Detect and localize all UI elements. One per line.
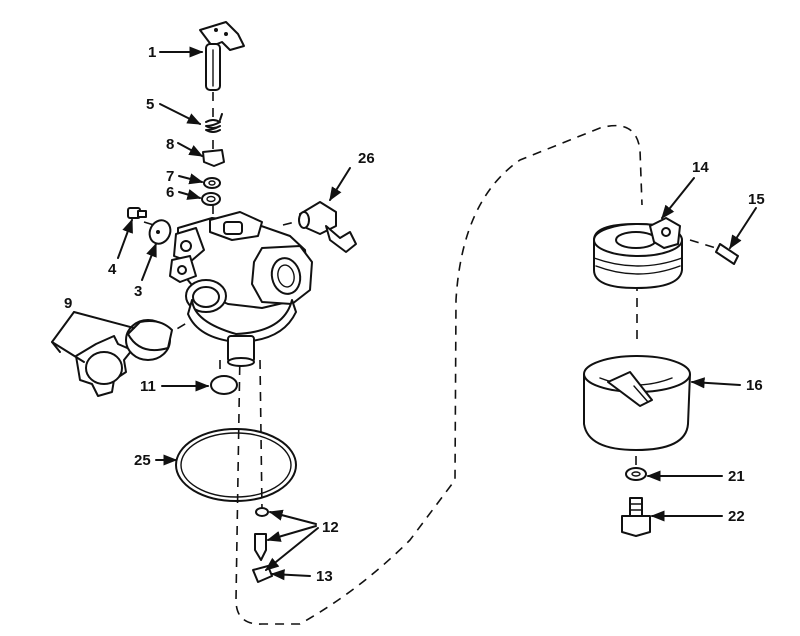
screw-part (127, 207, 147, 219)
label-9: 9 (64, 295, 72, 312)
label-22: 22 (728, 508, 745, 525)
plug-part (210, 375, 238, 395)
label-12: 12 (322, 519, 339, 536)
bowl-bolt-part (621, 497, 651, 537)
label-7: 7 (166, 168, 174, 185)
choke-plate-part (148, 219, 172, 245)
fuel-fitting-part (298, 201, 357, 253)
primer-assembly-part (75, 319, 173, 397)
label-14: 14 (692, 159, 709, 176)
label-21: 21 (728, 468, 745, 485)
bowl-washer-part (625, 467, 647, 481)
throttle-lever-part (202, 149, 225, 167)
part-numbers: 1 5 8 7 6 26 4 3 9 11 25 12 13 14 15 16 … (64, 44, 765, 585)
carburetor-body (169, 211, 313, 367)
label-15: 15 (748, 191, 765, 208)
seal-part (201, 192, 221, 206)
label-16: 16 (746, 377, 763, 394)
label-8: 8 (166, 136, 174, 153)
throttle-shaft-part (199, 21, 245, 91)
label-4: 4 (108, 261, 117, 278)
leader-lines (51, 46, 757, 581)
spring-part (205, 113, 223, 133)
label-11: 11 (140, 378, 156, 395)
needle-valve-part (254, 507, 269, 561)
label-25: 25 (134, 452, 151, 469)
label-3: 3 (134, 283, 142, 300)
label-6: 6 (166, 184, 174, 201)
label-13: 13 (316, 568, 333, 585)
float-part (593, 217, 683, 289)
label-5: 5 (146, 96, 154, 113)
float-pin-part (715, 243, 739, 265)
gasket-ring-part (175, 428, 297, 502)
washer-part (203, 177, 221, 189)
label-1: 1 (148, 44, 156, 61)
float-bowl-part (583, 355, 691, 451)
label-26: 26 (358, 150, 375, 167)
